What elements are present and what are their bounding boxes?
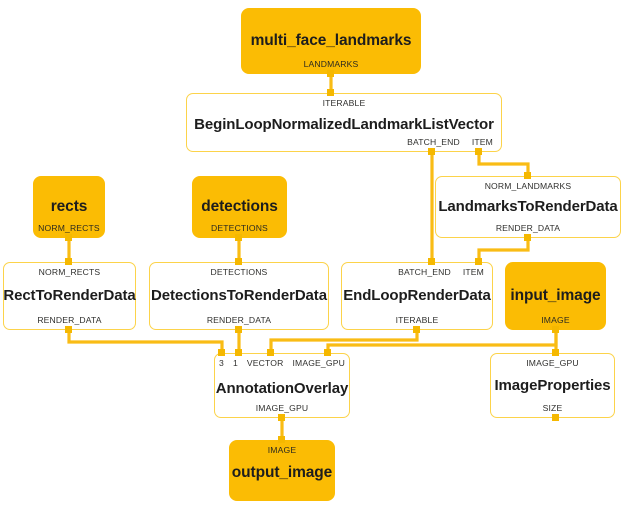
port-render-data[interactable]: RENDER_DATA [495, 223, 561, 233]
output-port-row: RENDER_DATA [150, 315, 328, 325]
port-image-gpu-out[interactable]: IMAGE_GPU [255, 403, 309, 413]
pin-annotation-overlay-in-3 [218, 349, 225, 356]
pin-image-properties-out [552, 414, 559, 421]
input-port-row: 3 1 VECTOR IMAGE_GPU [215, 358, 349, 368]
port-norm-rects[interactable]: NORM_RECTS [38, 223, 100, 233]
pin-image-properties-in [552, 349, 559, 356]
pin-end-loop-item-in [475, 258, 482, 265]
pin-input-image-out [552, 326, 559, 333]
pin-rect-to-render-data-out [65, 326, 72, 333]
port-1[interactable]: 1 [232, 358, 238, 368]
node-output-image[interactable]: IMAGE output_image [229, 440, 335, 501]
output-port-row: IMAGE [506, 315, 605, 325]
port-image[interactable]: IMAGE [267, 445, 297, 455]
node-title: LandmarksToRenderData [438, 198, 618, 216]
port-iterable[interactable]: ITERABLE [395, 315, 439, 325]
pin-annotation-overlay-out [278, 414, 285, 421]
input-port-row: NORM_LANDMARKS [436, 181, 620, 191]
pin-output-image-in [278, 436, 285, 443]
pin-annotation-overlay-in-1 [235, 349, 242, 356]
node-detections[interactable]: detections DETECTIONS [192, 176, 287, 238]
node-title: BeginLoopNormalizedLandmarkListVector [194, 116, 494, 134]
port-render-data[interactable]: RENDER_DATA [206, 315, 272, 325]
node-title: output_image [231, 464, 333, 482]
pin-rects-out [65, 234, 72, 241]
pin-rect-to-render-data-in [65, 258, 72, 265]
node-image-properties[interactable]: IMAGE_GPU ImageProperties SIZE [490, 353, 615, 418]
edge-image-to-overlay-imagegpu [326, 330, 558, 353]
node-title: AnnotationOverlay [215, 379, 349, 397]
port-landmarks[interactable]: LANDMARKS [303, 59, 359, 69]
pin-multi-face-landmarks-out [327, 70, 334, 77]
input-port-row: BATCH_END ITEM [342, 267, 492, 277]
edge-item-to-norm-landmarks [477, 152, 530, 176]
node-title: detections [201, 197, 278, 215]
pin-end-loop-iterable-out [413, 326, 420, 333]
port-batch-end[interactable]: BATCH_END [407, 137, 460, 147]
port-image-gpu[interactable]: IMAGE_GPU [526, 358, 579, 368]
port-item[interactable]: ITEM [471, 137, 493, 147]
node-rects[interactable]: rects NORM_RECTS [33, 176, 105, 238]
node-title: EndLoopRenderData [343, 287, 491, 305]
edge-rect-renderdata-to-overlay-3 [67, 330, 224, 353]
output-port-row: BATCH_END ITEM [187, 137, 501, 147]
node-rect-to-render-data[interactable]: NORM_RECTS RectToRenderData RENDER_DATA [3, 262, 136, 330]
node-title: multi_face_landmarks [250, 31, 412, 49]
port-size[interactable]: SIZE [542, 403, 563, 413]
edge-renderdata-to-item [477, 238, 530, 262]
port-detections[interactable]: DETECTIONS [211, 223, 268, 233]
output-port-row: SIZE [491, 403, 614, 413]
port-norm-rects[interactable]: NORM_RECTS [38, 267, 101, 277]
edge-iterable-to-overlay-vector [269, 330, 419, 353]
port-batch-end[interactable]: BATCH_END [398, 267, 451, 277]
pin-begin-loop-iterable-in [327, 89, 334, 96]
pin-annotation-overlay-in-vector [267, 349, 274, 356]
pin-landmarks-to-render-data-in [524, 172, 531, 179]
node-title: DetectionsToRenderData [151, 287, 327, 305]
output-port-row: NORM_RECTS [34, 223, 104, 233]
pin-detections-to-render-data-out [235, 326, 242, 333]
node-annotation-overlay[interactable]: 3 1 VECTOR IMAGE_GPU AnnotationOverlay I… [214, 353, 350, 418]
output-port-row: ITERABLE [342, 315, 492, 325]
node-title: ImageProperties [494, 376, 611, 394]
port-image[interactable]: IMAGE [541, 315, 570, 325]
output-port-row: RENDER_DATA [436, 223, 620, 233]
node-landmarks-to-render-data[interactable]: NORM_LANDMARKS LandmarksToRenderData REN… [435, 176, 621, 238]
node-title: input_image [510, 286, 601, 304]
node-title: rects [50, 197, 88, 215]
pin-detections-out [235, 234, 242, 241]
output-port-row: RENDER_DATA [4, 315, 135, 325]
port-detections[interactable]: DETECTIONS [210, 267, 268, 277]
pin-landmarks-to-render-data-out [524, 234, 531, 241]
node-multi-face-landmarks[interactable]: multi_face_landmarks LANDMARKS [241, 8, 421, 74]
port-iterable[interactable]: ITERABLE [322, 98, 366, 108]
pin-annotation-overlay-in-image-gpu [324, 349, 331, 356]
node-title: RectToRenderData [3, 287, 136, 305]
input-port-row: ITERABLE [187, 98, 501, 108]
node-input-image[interactable]: input_image IMAGE [505, 262, 606, 330]
pin-begin-loop-batch-end-out [428, 148, 435, 155]
pin-end-loop-batch-end-in [428, 258, 435, 265]
output-port-row: LANDMARKS [242, 59, 420, 69]
node-end-loop-render-data[interactable]: BATCH_END ITEM EndLoopRenderData ITERABL… [341, 262, 493, 330]
input-port-row: DETECTIONS [150, 267, 328, 277]
port-3[interactable]: 3 [219, 358, 224, 368]
output-port-row: DETECTIONS [193, 223, 286, 233]
input-port-row: IMAGE_GPU [491, 358, 614, 368]
pin-detections-to-render-data-in [235, 258, 242, 265]
node-begin-loop-normalized-landmark-list-vector[interactable]: ITERABLE BeginLoopNormalizedLandmarkList… [186, 93, 502, 152]
input-port-row: IMAGE [230, 445, 334, 455]
output-port-row: IMAGE_GPU [215, 403, 349, 413]
node-detections-to-render-data[interactable]: DETECTIONS DetectionsToRenderData RENDER… [149, 262, 329, 330]
port-image-gpu[interactable]: IMAGE_GPU [292, 358, 345, 368]
port-vector[interactable]: VECTOR [246, 358, 284, 368]
pin-begin-loop-item-out [475, 148, 482, 155]
port-item[interactable]: ITEM [462, 267, 484, 277]
port-norm-landmarks[interactable]: NORM_LANDMARKS [484, 181, 572, 191]
port-render-data[interactable]: RENDER_DATA [37, 315, 102, 325]
input-port-row: NORM_RECTS [4, 267, 135, 277]
